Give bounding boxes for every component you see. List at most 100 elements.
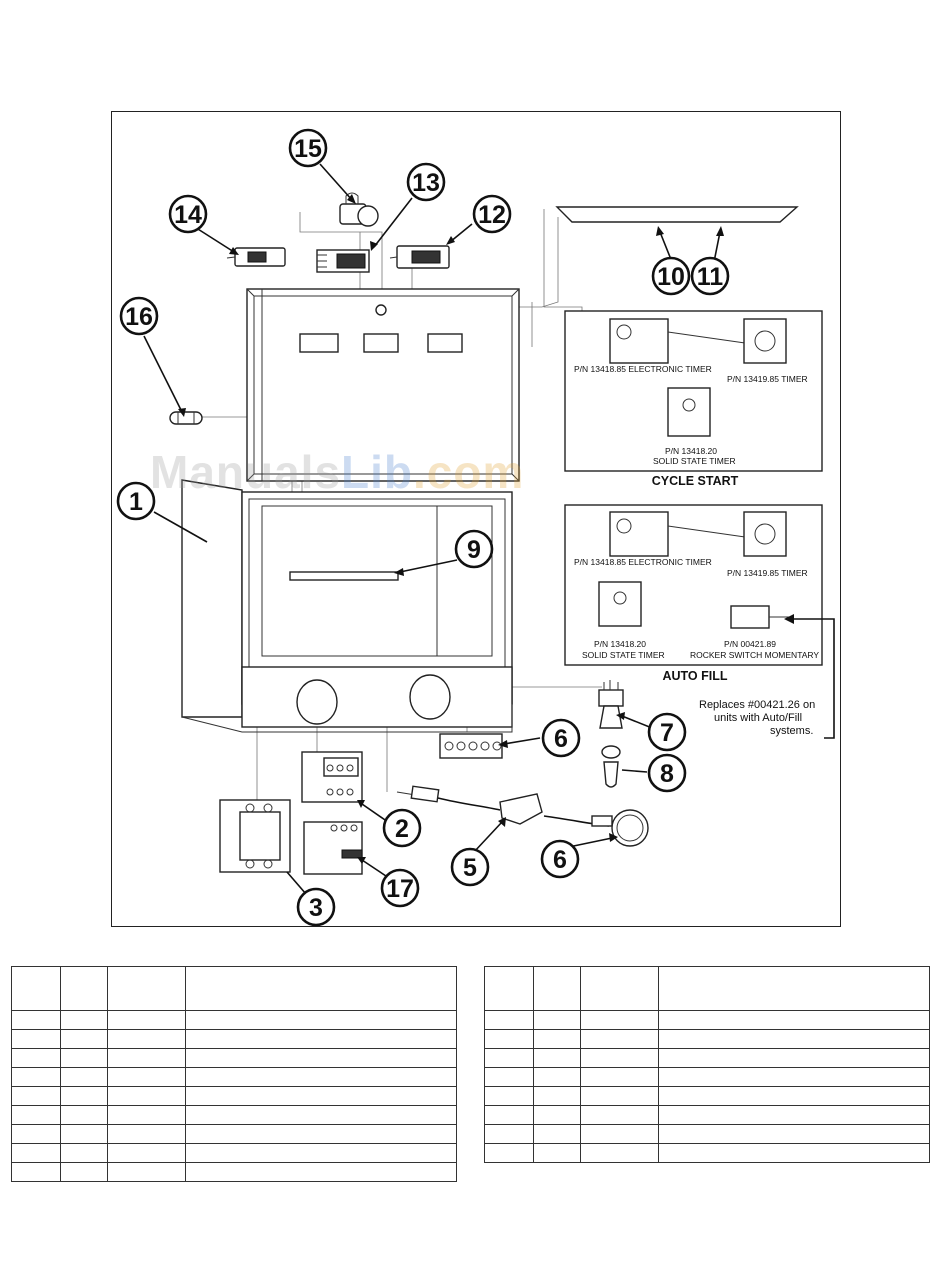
table-row xyxy=(484,1029,930,1049)
svg-text:11: 11 xyxy=(697,263,724,291)
cycle-start-title: CYCLE START xyxy=(652,474,739,488)
autofill-label-5: P/N 00421.89 xyxy=(724,639,776,649)
table-cell xyxy=(185,1067,457,1087)
table-cell xyxy=(580,1067,659,1087)
callout-14: 14 xyxy=(168,194,208,234)
svg-text:10: 10 xyxy=(657,263,685,291)
auto-fill-title: AUTO FILL xyxy=(662,669,727,683)
table-row xyxy=(11,1048,457,1068)
table-cell xyxy=(107,1162,186,1182)
table-row xyxy=(11,1105,457,1125)
autofill-label-3: P/N 13418.20 xyxy=(594,639,646,649)
switch-14 xyxy=(226,247,286,267)
table-cell xyxy=(484,1105,534,1125)
table-cell xyxy=(60,1048,108,1068)
table-cell xyxy=(11,1105,61,1125)
table-cell xyxy=(107,966,186,1011)
callout-11: 11 xyxy=(690,256,730,296)
toggle-boot-8 xyxy=(601,745,621,788)
svg-text:5: 5 xyxy=(463,854,477,882)
table-cell xyxy=(185,1086,457,1106)
table-row xyxy=(484,1105,930,1125)
svg-text:8: 8 xyxy=(660,760,674,788)
table-cell xyxy=(533,1124,581,1144)
watermark-part-2: Lib xyxy=(341,446,414,498)
bracket-5 xyxy=(499,793,543,825)
svg-text:16: 16 xyxy=(125,303,153,331)
table-cell xyxy=(185,1105,457,1125)
table-cell xyxy=(185,1029,457,1049)
table-cell xyxy=(185,966,457,1011)
cycle-label-2: P/N 13419.85 TIMER xyxy=(727,374,808,384)
table-cell xyxy=(107,1143,186,1163)
table-cell xyxy=(484,1124,534,1144)
svg-text:1: 1 xyxy=(129,488,143,516)
table-cell xyxy=(11,1048,61,1068)
table-cell xyxy=(484,1010,534,1030)
table-cell xyxy=(533,1143,581,1163)
control-housing xyxy=(181,479,513,733)
autofill-label-1: P/N 13418.85 ELECTRONIC TIMER xyxy=(574,557,712,567)
table-cell xyxy=(658,1067,930,1087)
table-row xyxy=(11,1086,457,1106)
table-cell xyxy=(185,1010,457,1030)
table-cell xyxy=(11,1162,61,1182)
parts-table-left xyxy=(11,966,457,1182)
toggle-switch-7 xyxy=(598,680,624,729)
gauge-6 xyxy=(543,809,649,847)
table-cell xyxy=(484,1086,534,1106)
table-cell xyxy=(11,1029,61,1049)
control-13 xyxy=(316,249,370,273)
table-cell xyxy=(484,1029,534,1049)
table-cell xyxy=(11,1086,61,1106)
table-row xyxy=(484,1010,930,1030)
table-cell xyxy=(185,1124,457,1144)
watermark: ManualsLib.com xyxy=(150,445,524,499)
callout-8: 8 xyxy=(647,753,687,793)
fuse-16 xyxy=(169,411,203,425)
contactor-2 xyxy=(301,751,363,803)
trim-strip xyxy=(555,206,799,223)
table-cell xyxy=(580,1143,659,1163)
table-row xyxy=(11,1162,457,1182)
table-cell xyxy=(107,1086,186,1106)
table-cell xyxy=(60,1029,108,1049)
table-cell xyxy=(533,1010,581,1030)
table-cell xyxy=(484,1048,534,1068)
switch-12 xyxy=(389,245,450,269)
watermark-part-1: Manuals xyxy=(150,446,342,498)
table-cell xyxy=(11,1143,61,1163)
svg-text:14: 14 xyxy=(174,201,202,229)
table-cell xyxy=(580,1010,659,1030)
terminal-block xyxy=(439,733,503,759)
callout-6-gauge: 6 xyxy=(540,839,580,879)
table-cell xyxy=(580,1048,659,1068)
exploded-parts-diagram: P/N 13418.85 ELECTRONIC TIMER P/N 13419.… xyxy=(111,111,841,927)
table-cell xyxy=(11,1067,61,1087)
table-cell xyxy=(658,1010,930,1030)
table-row xyxy=(484,1086,930,1106)
table-row xyxy=(11,1067,457,1087)
autofill-label-2: P/N 13419.85 TIMER xyxy=(727,568,808,578)
table-cell xyxy=(60,1067,108,1087)
table-cell xyxy=(580,1124,659,1144)
table-cell xyxy=(60,1105,108,1125)
callout-12: 12 xyxy=(472,194,512,234)
svg-text:3: 3 xyxy=(309,894,323,922)
cycle-start-inset: P/N 13418.85 ELECTRONIC TIMER P/N 13419.… xyxy=(564,310,823,488)
table-cell xyxy=(60,1124,108,1144)
table-cell xyxy=(11,1010,61,1030)
table-cell xyxy=(658,1105,930,1125)
table-row xyxy=(11,1143,457,1163)
table-cell xyxy=(658,966,930,1011)
cycle-label-1: P/N 13418.85 ELECTRONIC TIMER xyxy=(574,364,712,374)
table-cell xyxy=(658,1086,930,1106)
note-line-1: Replaces #00421.26 on xyxy=(699,699,815,711)
callout-15: 15 xyxy=(288,128,328,168)
table-cell xyxy=(107,1048,186,1068)
table-row xyxy=(484,966,930,1011)
table-cell xyxy=(185,1048,457,1068)
callout-2: 2 xyxy=(382,808,422,848)
table-cell xyxy=(580,1105,659,1125)
table-row xyxy=(11,1124,457,1144)
